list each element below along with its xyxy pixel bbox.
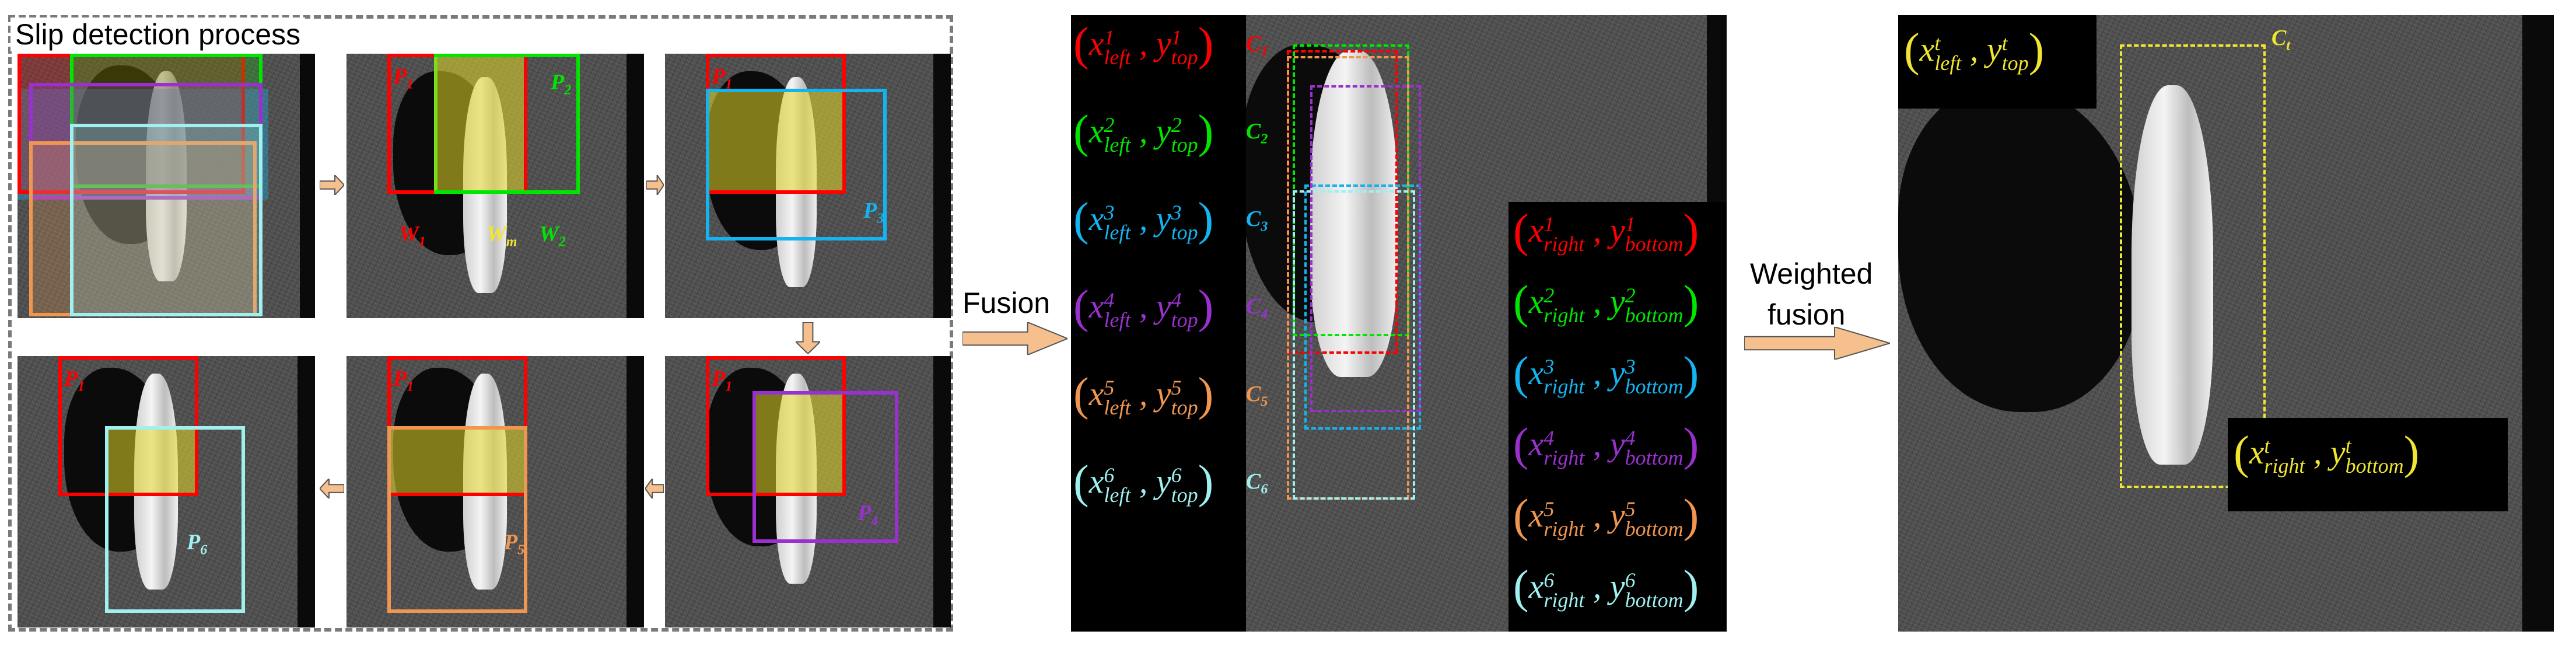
label-p1: P1 — [64, 367, 85, 395]
label-p1: P1 — [712, 367, 733, 395]
window-1-orange — [29, 141, 257, 316]
label-p1: P1 — [393, 64, 414, 92]
frame-1 — [18, 54, 315, 318]
candidate-label-c3: C3 — [1246, 207, 1268, 235]
flow-arrow-1-2 — [320, 175, 344, 195]
window-p3 — [706, 89, 887, 240]
fusion-label: Fusion — [963, 287, 1051, 319]
label-p5: P5 — [504, 530, 525, 558]
overlap-p1-p5 — [391, 430, 524, 493]
ship-target — [146, 71, 187, 281]
window-p6 — [105, 426, 245, 613]
weighted-fusion-arrow — [1744, 327, 1890, 360]
candidate-box-6 — [1293, 190, 1415, 500]
label-p1: P1 — [393, 367, 414, 395]
label-p6: P6 — [187, 530, 208, 558]
fusion-arrow — [963, 322, 1068, 355]
flow-arrow-3-4 — [796, 322, 820, 354]
flow-arrow-2-3 — [646, 175, 664, 195]
label-p4: P4 — [858, 501, 878, 529]
label-w2: W2 — [539, 222, 566, 250]
candidate-label-c1: C1 — [1246, 32, 1268, 60]
sonar-edge — [933, 54, 951, 318]
flow-arrow-4-5 — [645, 479, 664, 498]
candidate-box-4 — [1310, 85, 1421, 412]
flow-arrow-5-6 — [320, 479, 344, 498]
window-p4 — [752, 391, 898, 543]
label-p2: P2 — [551, 70, 572, 98]
ship-shadow — [1898, 85, 2143, 412]
sonar-edge — [2522, 15, 2554, 632]
weighted-fusion-label-line2: fusion — [1768, 298, 1846, 331]
process-title: Slip detection process — [10, 18, 306, 51]
overlap-p1-p6 — [108, 430, 195, 493]
window-p1 — [706, 356, 846, 496]
ship-target — [1310, 50, 1398, 377]
label-p1: P1 — [712, 64, 733, 92]
candidate-label-c2: C2 — [1246, 119, 1268, 147]
candidate-label-c4: C4 — [1246, 294, 1268, 322]
process-frame — [8, 15, 953, 632]
fused-box-label: Ct — [2272, 26, 2291, 54]
window-p5 — [387, 426, 527, 613]
label-w1: W1 — [399, 222, 426, 250]
fused-box — [2120, 44, 2266, 488]
sonar-edge — [626, 54, 644, 318]
sonar-edge — [300, 54, 315, 318]
candidate-label-c5: C5 — [1246, 382, 1268, 410]
ship-target — [2132, 85, 2213, 465]
window-1-lightcyan — [70, 124, 262, 316]
sonar-edge — [933, 356, 951, 627]
weighted-fusion-label-line1: Weighted — [1750, 257, 1873, 290]
overlap-p1-p2 — [434, 57, 524, 190]
overlap-p1-p4 — [756, 395, 842, 493]
overlap-p1-p3 — [709, 92, 842, 190]
label-p3: P3 — [863, 198, 884, 226]
label-wm: Wm — [487, 222, 517, 250]
sonar-edge — [298, 356, 315, 627]
sonar-edge — [626, 356, 644, 627]
candidate-label-c6: C6 — [1246, 469, 1268, 497]
